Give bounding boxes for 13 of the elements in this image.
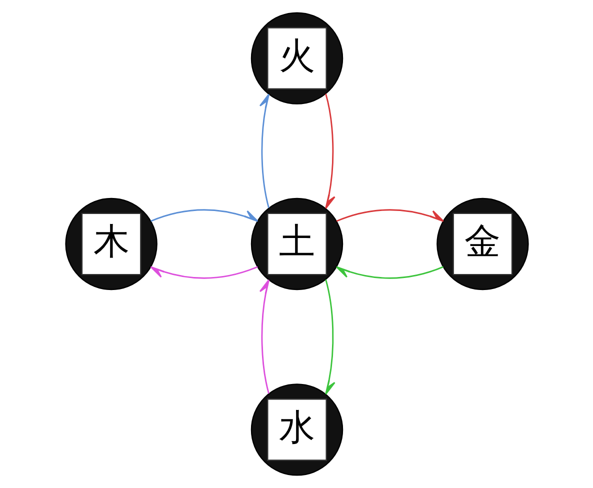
- arrow: [258, 279, 270, 394]
- node-circle: 火: [250, 12, 343, 104]
- node-circle: 木: [64, 198, 157, 290]
- arrow: [336, 209, 444, 222]
- arrow: [335, 266, 444, 279]
- arrow: [150, 266, 258, 279]
- node-circle: 金: [436, 198, 528, 290]
- arrow: [258, 94, 270, 208]
- arrow: [324, 94, 335, 210]
- arrow: [324, 279, 335, 395]
- node-circle: 水: [250, 384, 343, 476]
- arrow: [150, 209, 258, 222]
- node-circle: 土: [250, 198, 343, 290]
